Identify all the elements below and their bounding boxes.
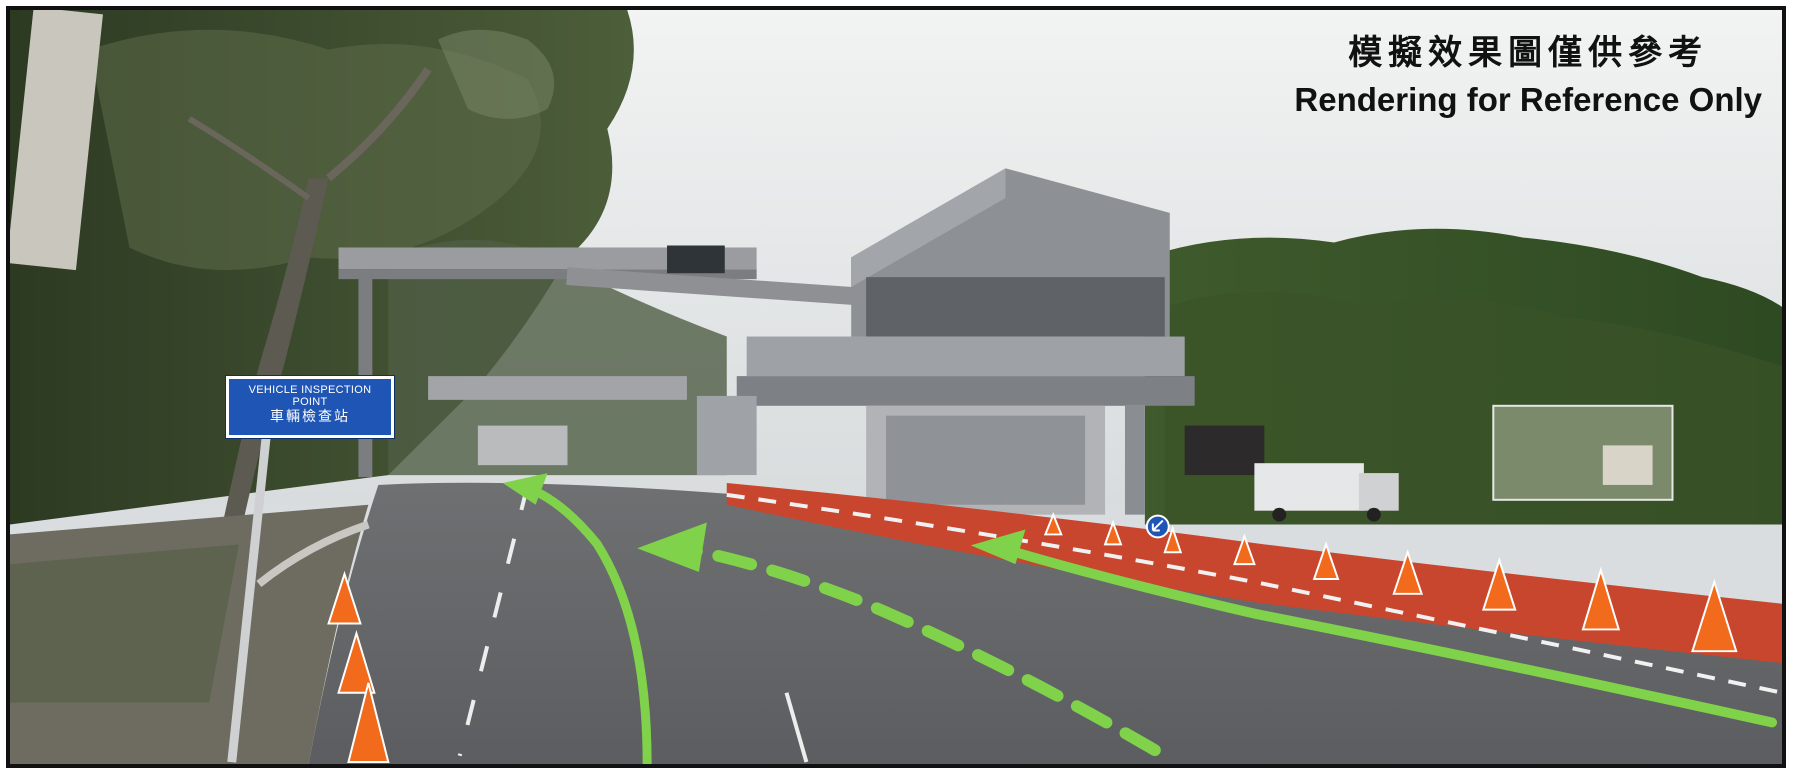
caption-english: Rendering for Reference Only: [1294, 80, 1762, 118]
solid-arrow-right: [1000, 544, 1778, 728]
dashed-arrow-middle: [680, 543, 1161, 757]
photo-frame: VEHICLE INSPECTION POINT 車輛檢查站 模擬效果圖僅供參考…: [6, 6, 1786, 768]
solid-arrow-left: [513, 480, 652, 764]
guidance-arrows: [502, 473, 1778, 764]
arrowhead-left: [502, 473, 548, 505]
utility-pole: [10, 10, 103, 271]
inspection-building: [696, 168, 1265, 515]
red-lane: [726, 482, 1782, 664]
sign-line-2: POINT: [292, 396, 328, 408]
arrowhead-right: [970, 529, 1026, 565]
vehicle-inspection-sign: VEHICLE INSPECTION POINT 車輛檢查站: [226, 376, 394, 438]
arrowhead-middle: [637, 522, 707, 573]
tree-trunk: [214, 178, 329, 565]
rendering-caption: 模擬效果圖僅供參考 Rendering for Reference Only: [1294, 32, 1762, 120]
sign-line-1: VEHICLE INSPECTION: [248, 384, 372, 396]
truck: [1254, 463, 1399, 522]
caption-chinese: 模擬效果圖僅供參考: [1348, 33, 1709, 73]
road-scene: [10, 10, 1782, 764]
sign-pole: [227, 425, 272, 763]
sign-line-3: 車輛檢查站: [270, 409, 350, 425]
traffic-cones: [327, 511, 1738, 764]
